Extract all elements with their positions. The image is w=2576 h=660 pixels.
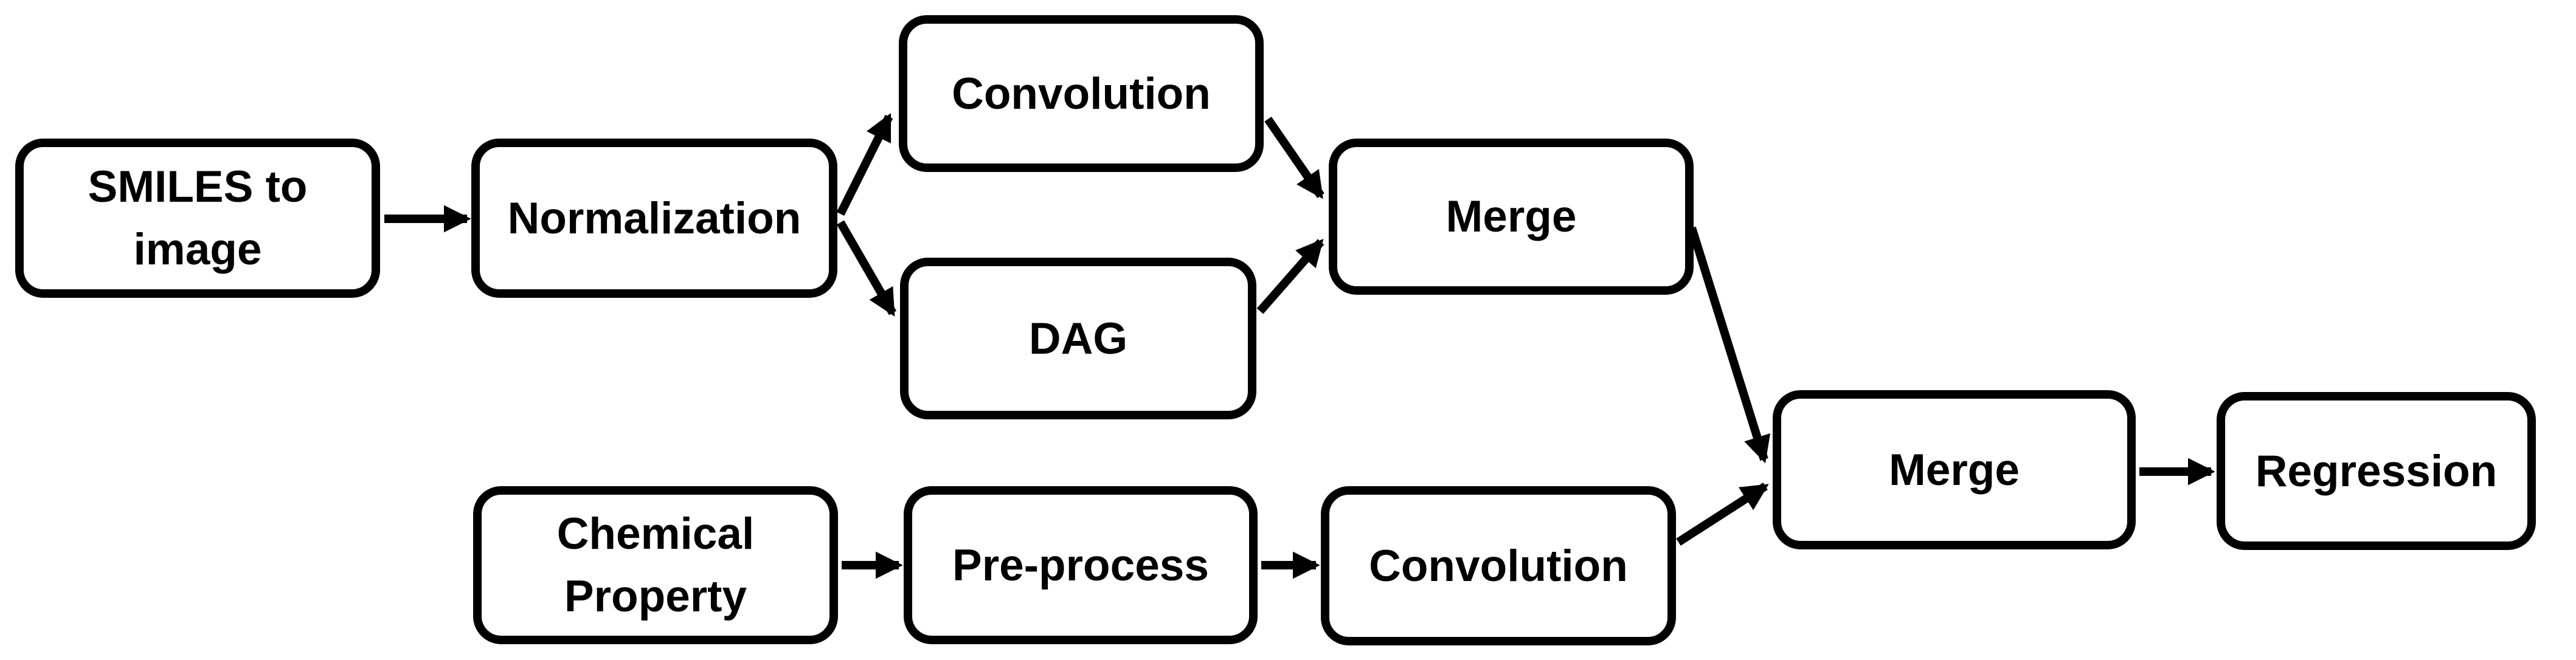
- node-normalization: Normalization: [471, 139, 837, 298]
- node-label-line: Regression: [2255, 446, 2498, 496]
- node-pre-process: Pre-process: [904, 486, 1258, 644]
- arrow-dag-to-merge-1: [1256, 238, 1324, 314]
- node-label-line: Merge: [1888, 445, 2020, 495]
- node-label-line: Chemical: [556, 509, 755, 559]
- node-convolution-top: Convolution: [899, 15, 1264, 172]
- node-chemical-property: Chemical Property: [473, 486, 838, 644]
- arrow-convolution-bottom-to-merge-2: [1676, 483, 1769, 546]
- arrow-convolution-top-to-merge-1: [1264, 117, 1324, 199]
- node-merge-2: Merge: [1773, 390, 2136, 549]
- node-label-line: image: [133, 225, 262, 274]
- node-label-line: Normalization: [507, 193, 802, 243]
- node-label-line: Property: [564, 572, 747, 621]
- node-label-line: DAG: [1028, 314, 1128, 363]
- node-regression: Regression: [2217, 392, 2536, 550]
- node-dag: DAG: [900, 258, 1256, 419]
- node-label-line: Merge: [1446, 192, 1577, 241]
- node-label-line: Convolution: [952, 69, 1211, 119]
- arrow-merge-1-to-merge-2: [1688, 226, 1771, 464]
- node-convolution-bottom: Convolution: [1321, 486, 1676, 645]
- node-smiles-to-image: SMILES to image: [15, 139, 380, 298]
- node-label-line: Pre-process: [952, 540, 1209, 590]
- arrow-normalization-to-convolution-top: [836, 112, 893, 216]
- node-label-line: SMILES to: [88, 162, 308, 211]
- node-label-line: Convolution: [1369, 541, 1628, 591]
- node-merge-1: Merge: [1329, 139, 1694, 295]
- arrow-normalization-to-dag: [836, 220, 897, 317]
